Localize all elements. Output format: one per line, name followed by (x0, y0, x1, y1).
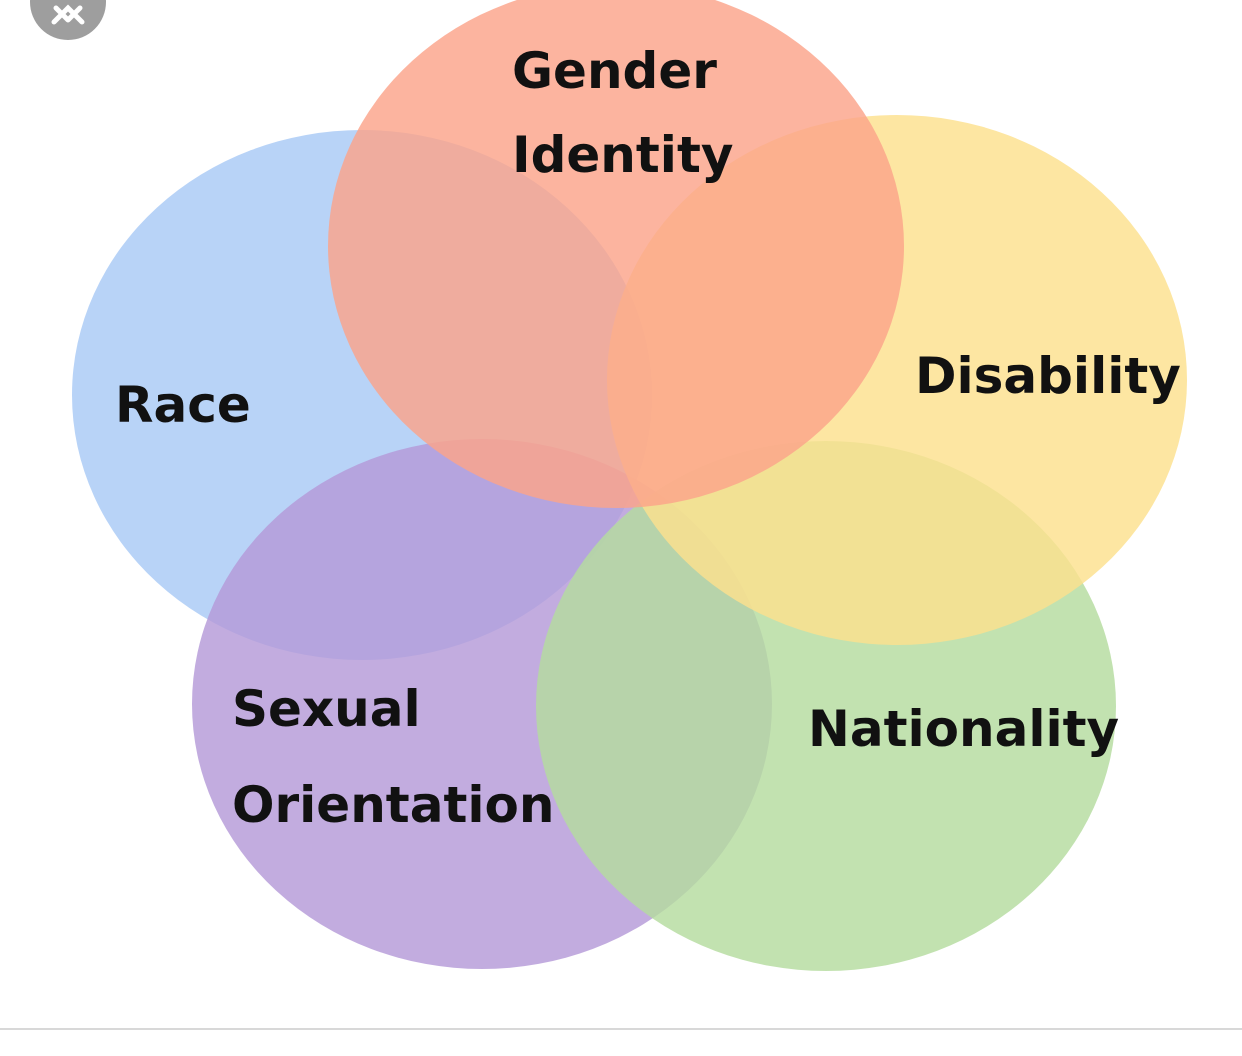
label-gender-identity-line: Identity (512, 126, 733, 184)
label-race: Race (115, 376, 251, 434)
close-button[interactable] (30, 0, 106, 40)
close-icon (51, 4, 85, 25)
label-disability: Disability (915, 347, 1181, 405)
label-disability-line: Disability (915, 347, 1181, 405)
bottom-divider (0, 1028, 1242, 1030)
label-race-line: Race (115, 376, 251, 434)
label-nationality-line: Nationality (808, 700, 1119, 758)
circle-gender-identity (328, 0, 904, 508)
label-nationality: Nationality (808, 700, 1119, 758)
label-sexual-orientation-line: Orientation (232, 776, 554, 834)
label-sexual-orientation-line: Sexual (232, 680, 421, 738)
label-gender-identity-line: Gender (512, 42, 717, 100)
